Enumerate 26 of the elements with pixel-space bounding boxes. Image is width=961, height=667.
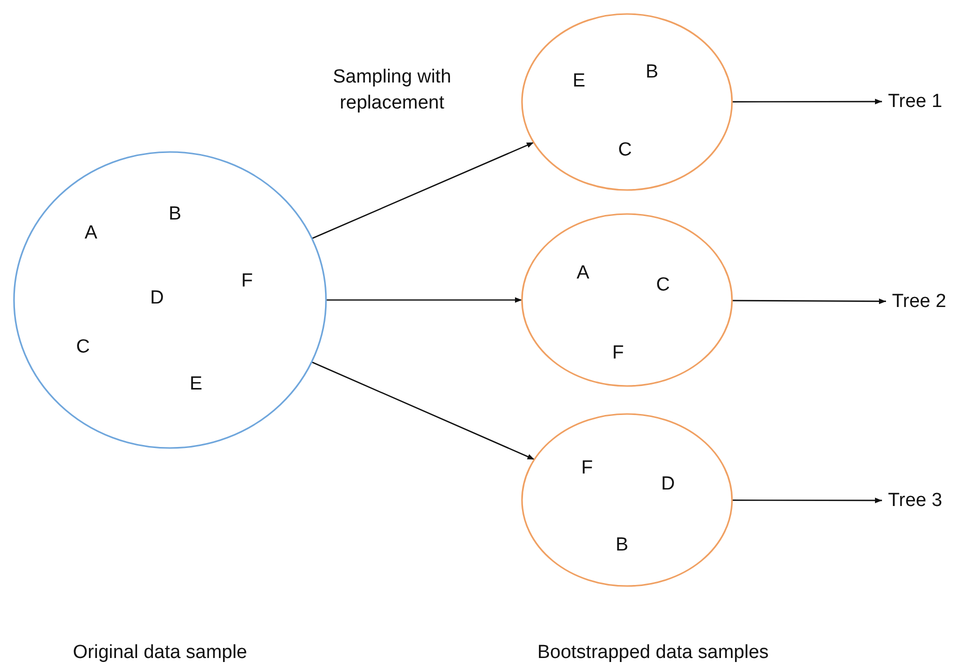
data-point-label: F: [612, 344, 624, 362]
data-point-label: B: [168, 204, 182, 224]
data-point-label: D: [150, 288, 164, 308]
tree-label: Tree 3: [888, 491, 942, 510]
caption-text: Original data sample: [72, 642, 248, 664]
caption-text: Bootstrapped data samples: [537, 642, 769, 664]
data-point-label: E: [572, 72, 586, 90]
data-point-label: B: [646, 62, 658, 82]
arrow: [312, 142, 534, 240]
arrow: [732, 298, 886, 304]
data-point-label: A: [576, 264, 590, 282]
data-point-label: B: [616, 536, 628, 554]
arrow: [732, 498, 882, 504]
data-point-label: F: [581, 458, 593, 478]
data-point-label: C: [76, 338, 90, 356]
tree-label: Tree 1: [888, 92, 942, 111]
arrow: [326, 297, 522, 303]
data-point-label: C: [656, 276, 670, 294]
arrow: [732, 98, 882, 104]
arrow: [311, 361, 535, 460]
data-point-label: F: [241, 272, 253, 290]
data-point-label: A: [84, 224, 98, 242]
data-point-label: D: [661, 474, 675, 494]
data-point-label: E: [190, 374, 202, 394]
tree-label: Tree 2: [892, 292, 946, 311]
data-point-label: C: [618, 140, 632, 160]
